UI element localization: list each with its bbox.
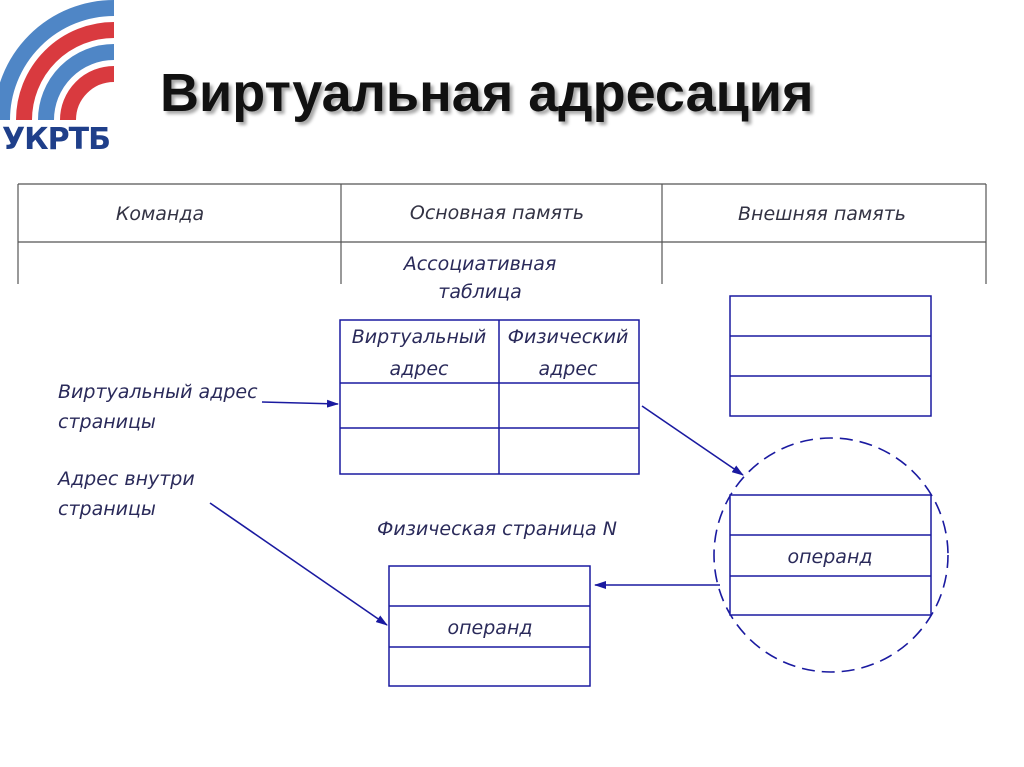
- external-operand-label: операнд: [788, 546, 873, 568]
- header-command: Команда: [116, 203, 204, 225]
- assoc-col-virtual-2: адрес: [390, 358, 450, 380]
- header-main-memory: Основная память: [410, 202, 584, 224]
- header-external-memory: Внешняя память: [738, 203, 906, 225]
- physical-page-table: [388, 565, 591, 687]
- virtual-page-label-1: Виртуальный адрес: [58, 381, 258, 403]
- physical-operand-label: операнд: [448, 617, 533, 639]
- assoc-col-physical-1: Физический: [508, 326, 629, 348]
- virtual-page-label-2: страницы: [58, 411, 156, 433]
- header-table: [17, 183, 987, 284]
- assoc-col-physical-2: адрес: [539, 358, 599, 380]
- zoom-circle: [713, 437, 949, 673]
- assoc-table-caption-2: таблица: [438, 281, 522, 303]
- arrow-offset-to-page: [209, 502, 388, 626]
- offset-label-1: Адрес внутри: [56, 468, 195, 490]
- logo-arcs-icon: [0, 0, 115, 121]
- arrow-table-to-circle: [641, 405, 744, 476]
- external-memory-table: [729, 295, 932, 417]
- page-title: Виртуальная адресация: [160, 63, 814, 123]
- assoc-table-caption-1: Ассоциативная: [402, 253, 557, 275]
- logo: УКРТБ: [0, 0, 120, 160]
- assoc-table: [339, 319, 640, 475]
- arrow-virtual-to-table: [261, 399, 339, 408]
- assoc-col-virtual-1: Виртуальный: [352, 326, 487, 348]
- logo-text: УКРТБ: [2, 122, 111, 157]
- external-page-table: [729, 494, 932, 616]
- offset-label-2: страницы: [58, 498, 156, 520]
- physical-page-caption: Физическая страница N: [377, 518, 617, 540]
